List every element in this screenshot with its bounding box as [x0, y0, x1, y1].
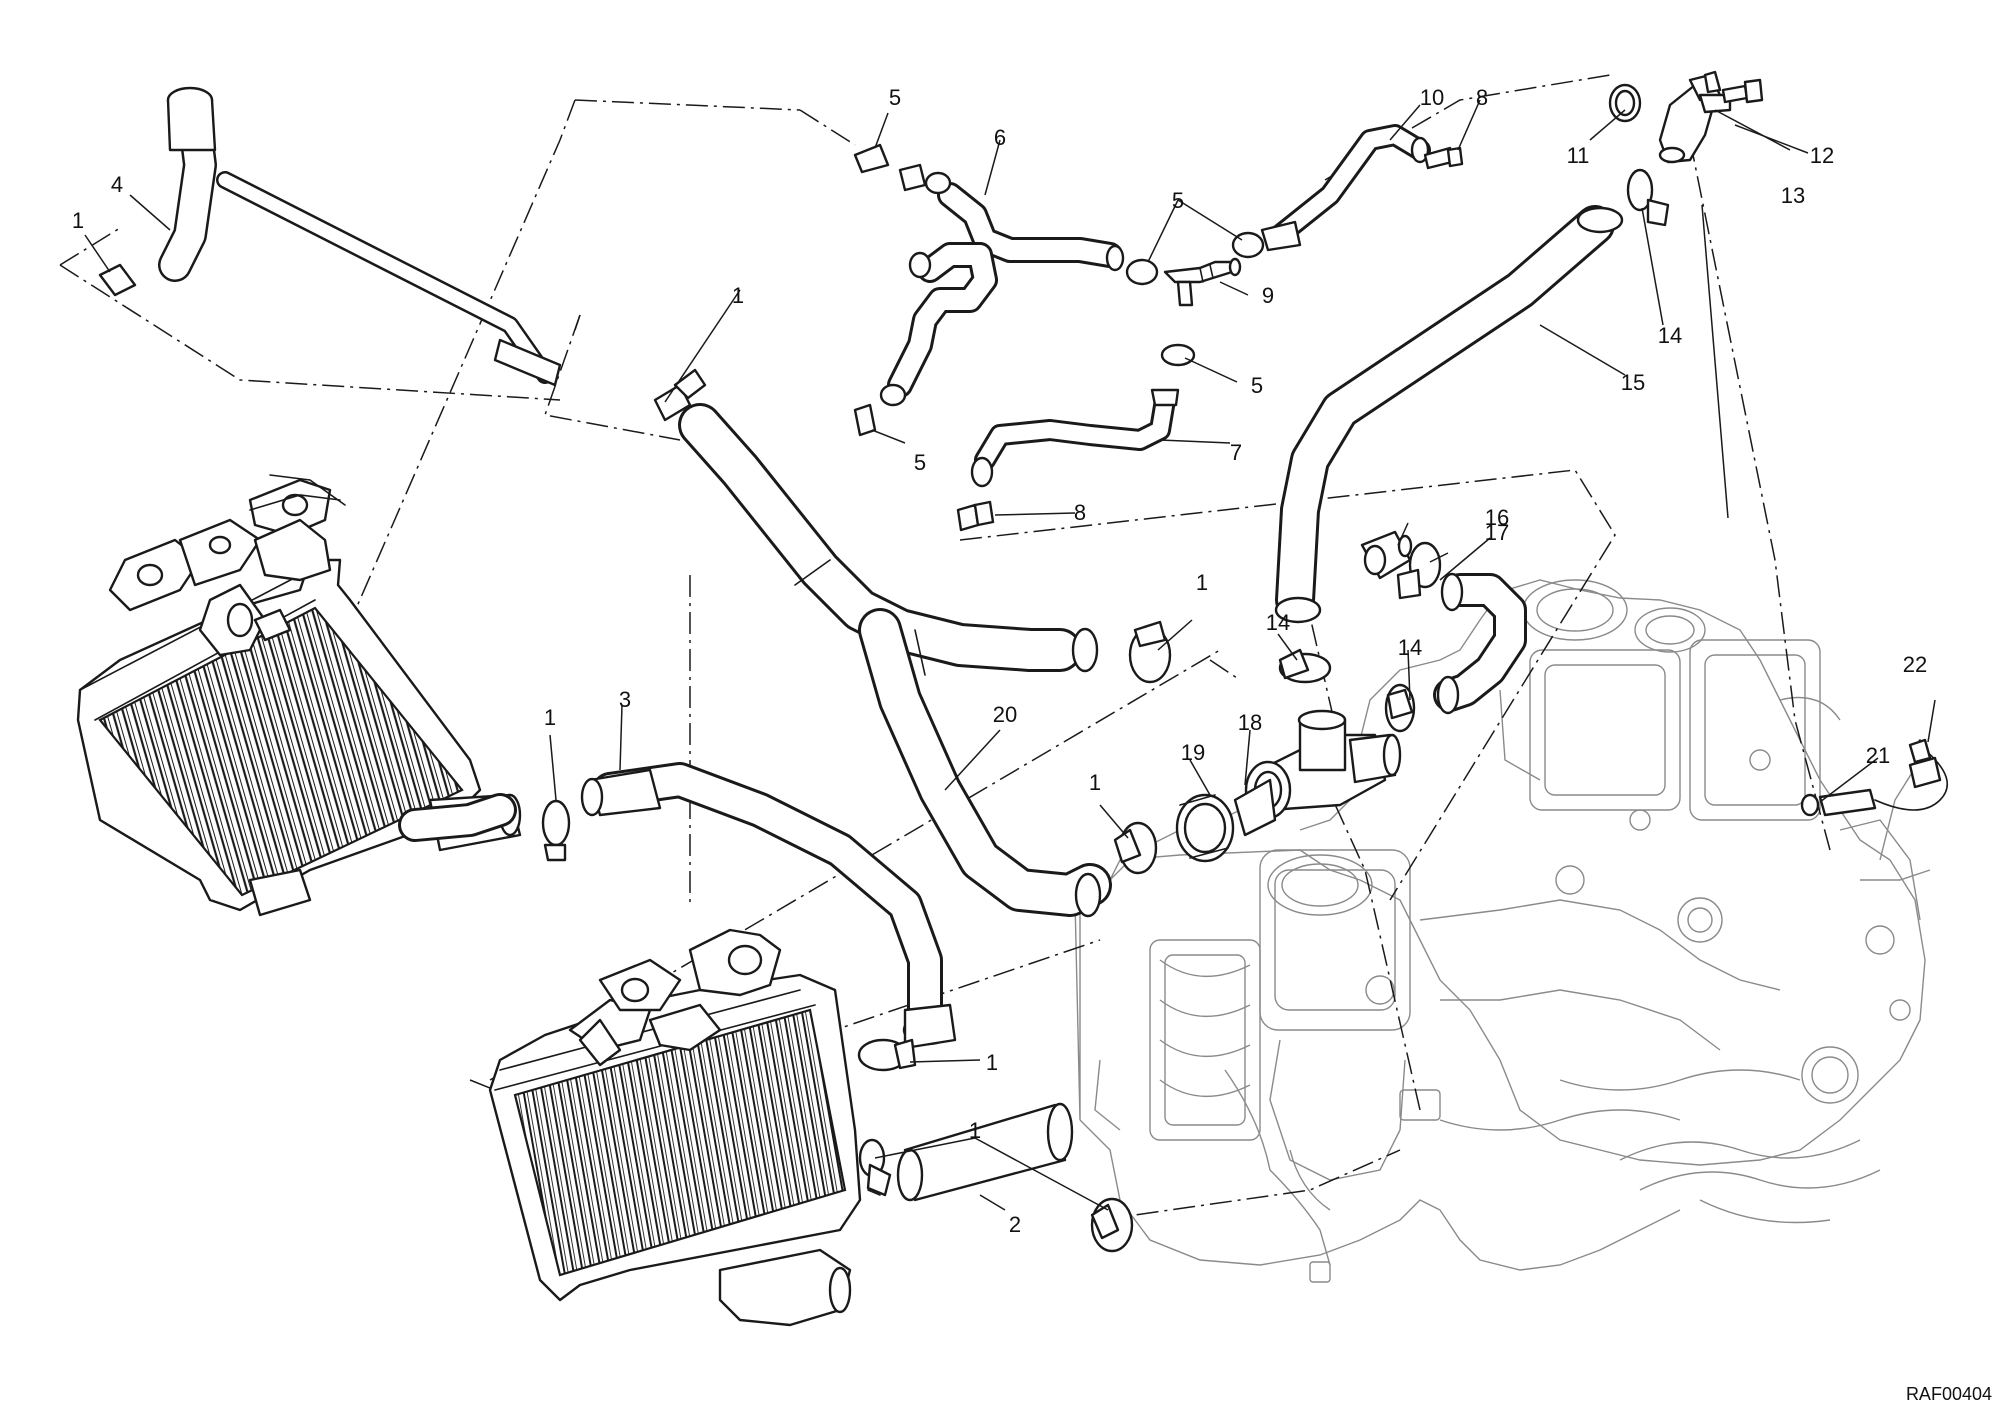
callout-14: 14	[1658, 323, 1682, 348]
callout-18: 18	[1238, 710, 1262, 735]
seal-ring-11	[1608, 83, 1642, 123]
callout-2: 2	[1009, 1212, 1021, 1237]
callout-5: 5	[1172, 188, 1184, 213]
thermo-switch-13	[1658, 70, 1732, 164]
callout-6: 6	[994, 125, 1006, 150]
callout-8: 8	[1074, 500, 1086, 525]
callout-1: 1	[969, 1118, 981, 1143]
hose-20	[678, 403, 1112, 918]
hose-3	[398, 762, 957, 1050]
engine-phantom-outline	[1074, 579, 1931, 1283]
callout-20: 20	[993, 702, 1017, 727]
callout-1: 1	[72, 208, 84, 233]
callout-7: 7	[1230, 440, 1242, 465]
callout-12: 12	[1810, 143, 1834, 168]
callout-8: 8	[1476, 85, 1488, 110]
callout-1: 1	[544, 705, 556, 730]
hose-10	[1260, 124, 1431, 252]
hose-15	[1274, 205, 1624, 624]
callout-19: 19	[1181, 740, 1205, 765]
connector-22	[1908, 738, 1942, 789]
callout-9: 9	[1262, 283, 1274, 308]
callout-1: 1	[1089, 770, 1101, 795]
fitting-9	[1163, 257, 1242, 307]
hose-17	[1433, 572, 1527, 715]
hose-7	[970, 388, 1180, 488]
thermostat-housing-18	[1233, 709, 1402, 837]
callout-1: 1	[732, 283, 744, 308]
radiator-upper	[76, 474, 522, 917]
callout-14: 14	[1398, 635, 1422, 660]
hose-6	[879, 171, 1125, 407]
callout-15: 15	[1621, 370, 1645, 395]
callout-11: 11	[1567, 143, 1590, 168]
callout-5: 5	[914, 450, 926, 475]
radiator-lower	[488, 928, 881, 1327]
hose-2	[896, 1102, 1074, 1202]
callout-labels: 1 4 1 5 6 5 10 8 9 5 7 5 8 11 12 13 14 1…	[72, 85, 1927, 1237]
callout-13: 13	[1781, 183, 1805, 208]
clamps	[98, 143, 1670, 1253]
callout-17: 17	[1485, 520, 1509, 545]
callout-4: 4	[111, 172, 123, 197]
leader-lines	[84, 99, 1936, 1211]
drawing-code: RAF00404	[1906, 1384, 1992, 1404]
bolt-12	[1721, 78, 1764, 104]
callout-3: 3	[619, 687, 631, 712]
callout-14: 14	[1266, 610, 1290, 635]
callout-22: 22	[1903, 652, 1927, 677]
callout-5: 5	[1251, 373, 1263, 398]
callout-1: 1	[1196, 570, 1208, 595]
callout-10: 10	[1420, 85, 1444, 110]
callout-1: 1	[986, 1050, 998, 1075]
callout-21: 21	[1866, 743, 1890, 768]
hose-4	[158, 86, 562, 387]
seal-ring-19	[1175, 793, 1235, 863]
callout-5: 5	[889, 85, 901, 110]
callout-16: 16	[1485, 505, 1509, 530]
